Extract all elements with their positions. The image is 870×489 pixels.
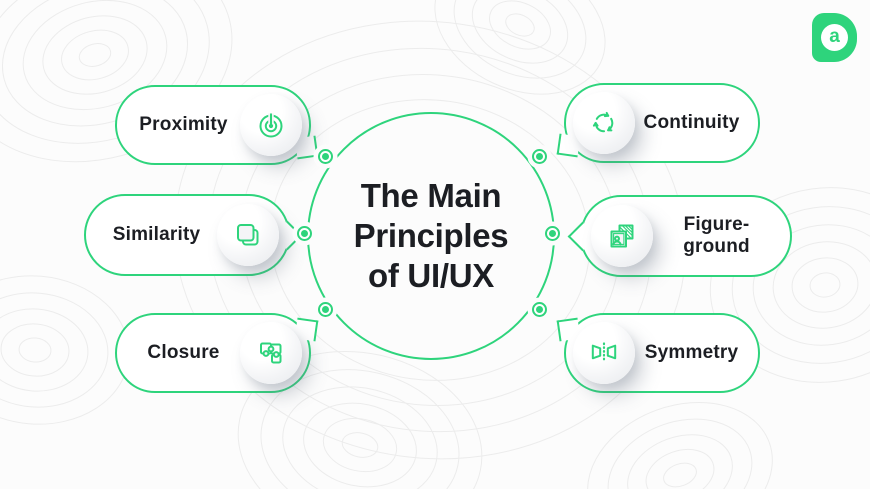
puzzle-icon	[260, 342, 282, 364]
principle-bubble-symmetry: Symmetry	[556, 313, 760, 393]
main-title: The Main Principles of UI/UX	[354, 176, 509, 296]
cycle-icon	[592, 111, 614, 133]
layered-portrait-icon	[610, 224, 634, 248]
principle-label: Figure-ground	[683, 214, 750, 257]
central-circle: The Main Principles of UI/UX	[307, 112, 555, 360]
connector-dot-mid-left	[297, 226, 312, 241]
principle-icon-badge	[217, 204, 279, 266]
main-title-line-1: The Main	[360, 177, 502, 214]
connector-dot-mid-right	[545, 226, 560, 241]
principle-bubble-figure-ground: Figure-ground	[567, 195, 792, 277]
principle-bubble-proximity: Proximity	[115, 85, 319, 165]
main-title-line-3: of UI/UX	[368, 257, 494, 294]
principle-label: Symmetry	[644, 342, 739, 363]
main-title-line-2: Principles	[353, 217, 509, 254]
brand-logo-circle: a	[821, 24, 848, 51]
principle-icon-badge	[240, 322, 302, 384]
principle-bubble-closure: Closure	[115, 313, 319, 393]
connector-dot-bottom-right	[532, 302, 547, 317]
target-icon	[259, 113, 283, 138]
brand-logo: a	[812, 13, 857, 62]
principle-label: Closure	[147, 342, 220, 363]
principle-label: Continuity	[643, 112, 740, 133]
principle-label: Proximity	[139, 114, 228, 135]
principle-icon-badge	[573, 322, 635, 384]
copy-icon	[237, 224, 259, 246]
principle-bubble-similarity: Similarity	[84, 194, 303, 276]
principle-icon-badge	[573, 92, 635, 154]
principle-bubble-continuity: Continuity	[556, 83, 760, 163]
principle-icon-badge	[591, 205, 653, 267]
connector-dot-bottom-left	[318, 302, 333, 317]
principle-icon-badge	[240, 94, 302, 156]
principle-label: Similarity	[112, 224, 201, 245]
connector-dot-top-left	[318, 149, 333, 164]
connector-dot-top-right	[532, 149, 547, 164]
mirror-flip-icon	[591, 342, 617, 362]
brand-logo-letter: a	[829, 26, 840, 47]
